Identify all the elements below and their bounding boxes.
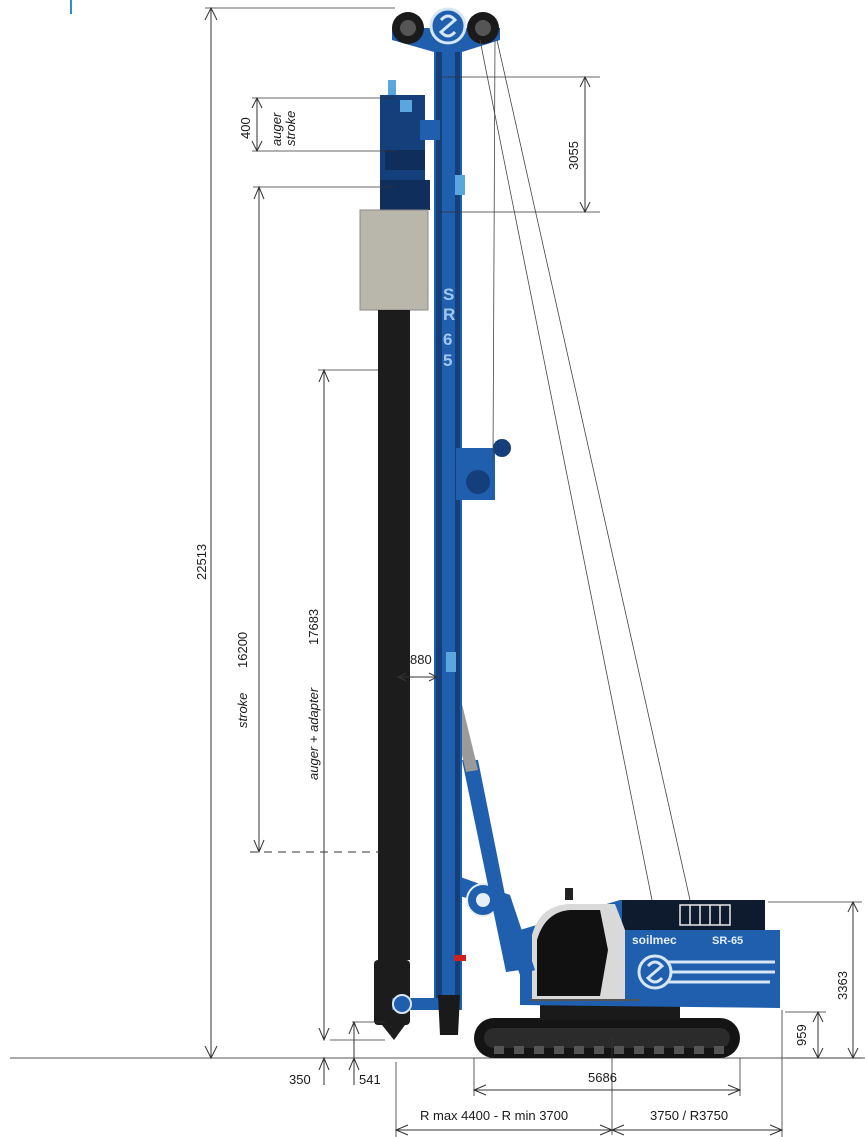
mast-label-r: R xyxy=(443,305,455,324)
drilling-rig: soilmec SR-65 S R 6 5 xyxy=(359,7,780,1058)
dimension-auger-stroke-label-1: auger xyxy=(269,112,284,146)
mast-label-6: 6 xyxy=(443,330,452,349)
brand-label: soilmec xyxy=(632,933,677,947)
mast-label-5: 5 xyxy=(443,351,452,370)
dimension-radius-text: R max 4400 - R min 3700 xyxy=(420,1108,568,1123)
dimension-overall-height: 22513 xyxy=(194,6,395,1060)
dimension-radius: R max 4400 - R min 3700 xyxy=(394,1062,614,1137)
dimension-auger-stroke: 400 auger stroke xyxy=(238,96,395,153)
dimension-mast-top: 3055 xyxy=(440,75,600,214)
rotary-head xyxy=(380,80,440,210)
dimension-tail-radius: 3750 / R3750 xyxy=(610,1010,784,1137)
dimension-ground-clearance-text: 959 xyxy=(794,1024,809,1046)
dimension-auger-stroke-value: 400 xyxy=(238,117,253,139)
dimension-below-ground-left-text: 350 xyxy=(289,1072,311,1087)
dimension-auger-adapter-value: 17683 xyxy=(306,609,321,645)
dimension-body-height: 3363 xyxy=(768,900,862,1060)
dimension-mast-offset: 880 xyxy=(396,652,439,682)
dimension-below-ground-right-text: 541 xyxy=(359,1072,381,1087)
dimension-ground-clearance: 959 xyxy=(785,1010,826,1060)
dimension-track-length-text: 5686 xyxy=(588,1070,617,1085)
dimension-auger-adapter-label: auger + adapter xyxy=(306,687,321,780)
dimension-below-ground: 350 541 xyxy=(289,1020,385,1087)
dimension-auger-adapter: auger + adapter 17683 xyxy=(306,368,378,1042)
lower-auger-guide xyxy=(392,994,462,1035)
dimension-mast-offset-text: 880 xyxy=(410,652,432,667)
dimension-mast-top-text: 3055 xyxy=(566,141,581,170)
model-label: SR-65 xyxy=(712,935,743,947)
dimension-tail-radius-text: 3750 / R3750 xyxy=(650,1108,728,1123)
cfa-auger xyxy=(374,310,410,1040)
dimension-overall-height-text: 22513 xyxy=(194,544,209,580)
dimension-stroke-label: stroke xyxy=(235,693,250,728)
dimension-auger-stroke-label-2: stroke xyxy=(283,111,298,146)
mast: S R 6 5 xyxy=(434,45,511,1000)
dimension-stroke-value: 16200 xyxy=(235,632,250,668)
crawler-track xyxy=(474,1018,740,1058)
dimension-body-height-text: 3363 xyxy=(835,971,850,1000)
mast-head xyxy=(392,7,500,52)
mast-label-s: S xyxy=(443,285,454,304)
auger-guide-box xyxy=(359,209,429,311)
dimension-stroke: stroke 16200 xyxy=(235,185,395,854)
dimension-track-length: 5686 xyxy=(472,1035,742,1135)
operator-cab xyxy=(530,888,640,1001)
hoist-ropes xyxy=(479,39,691,901)
